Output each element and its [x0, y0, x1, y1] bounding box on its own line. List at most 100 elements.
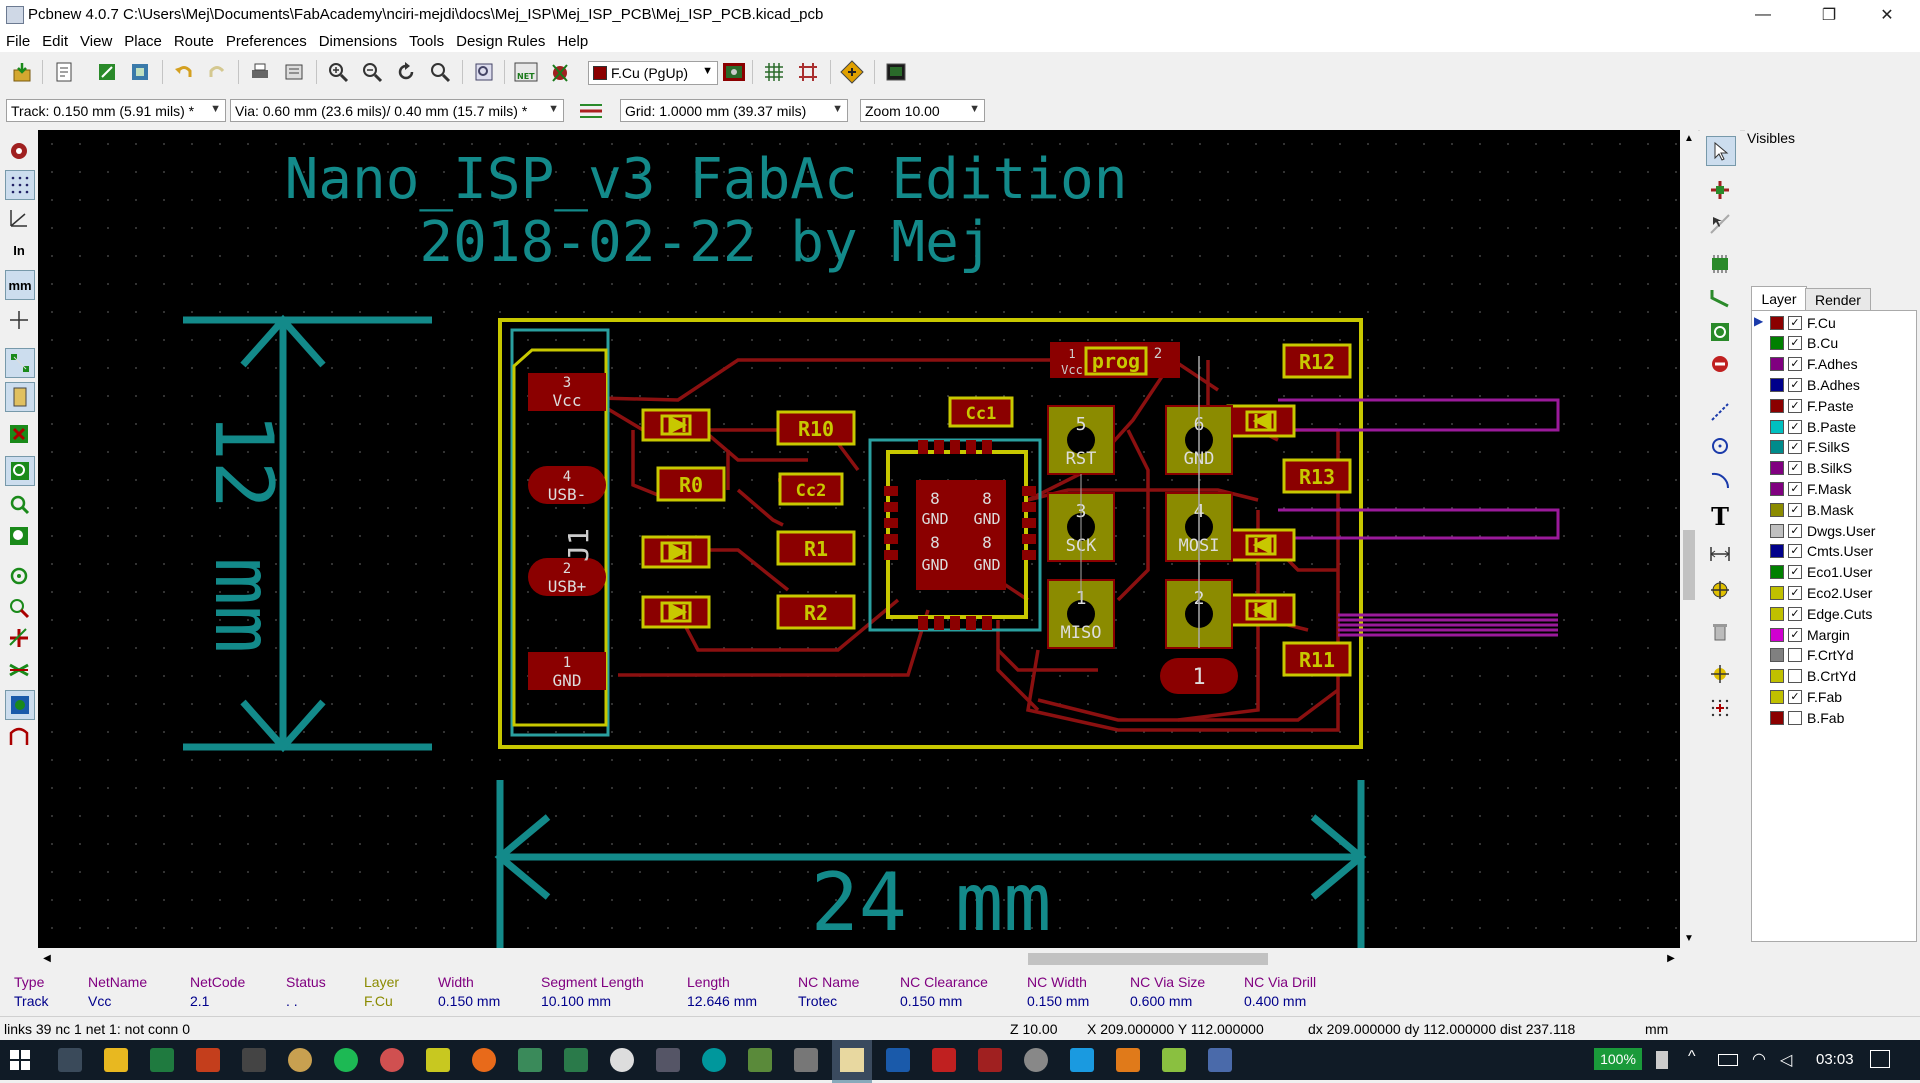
layer-color-swatch[interactable] — [1770, 377, 1784, 392]
layer-color-swatch[interactable] — [1770, 669, 1784, 684]
task-view-icon[interactable] — [58, 1048, 82, 1072]
layer-row[interactable]: ✓F.Paste — [1770, 396, 1854, 415]
layer-color-swatch[interactable] — [1770, 565, 1784, 580]
find-icon[interactable] — [472, 60, 496, 84]
local-ratsnest-icon[interactable] — [1706, 210, 1734, 238]
app-icon[interactable] — [886, 1048, 910, 1072]
layer-visibility-checkbox[interactable]: ✓ — [1788, 481, 1802, 496]
layer-visibility-checkbox[interactable]: ✓ — [1788, 689, 1802, 704]
layer-row[interactable]: ✓B.Adhes — [1770, 375, 1860, 394]
app-icon[interactable] — [794, 1048, 818, 1072]
layer-visibility-checkbox[interactable] — [1788, 648, 1802, 663]
app-icon[interactable] — [656, 1048, 680, 1072]
add-circle-icon[interactable] — [1706, 432, 1734, 460]
track-sketch-icon[interactable] — [5, 624, 33, 652]
layer-visibility-checkbox[interactable]: ✓ — [1788, 523, 1802, 538]
spotify-icon[interactable] — [334, 1048, 358, 1072]
microwave-icon[interactable] — [5, 724, 33, 752]
zoom-select[interactable]: Zoom 10.00▼ — [860, 99, 985, 122]
layer-row[interactable]: ✓Eco2.User — [1770, 583, 1872, 602]
scroll-up-icon[interactable]: ▲ — [1684, 133, 1694, 144]
app-icon[interactable] — [1162, 1048, 1186, 1072]
layer-row[interactable]: ✓Cmts.User — [1770, 542, 1873, 561]
layer-color-swatch[interactable] — [1770, 502, 1784, 517]
layer-visibility-checkbox[interactable]: ✓ — [1788, 398, 1802, 413]
volume-icon[interactable]: ◁ — [1780, 1052, 1793, 1069]
layer-row[interactable]: ✓F.Fab — [1770, 687, 1842, 706]
menu-tools[interactable]: Tools — [409, 32, 445, 50]
cursor-shape-icon[interactable] — [5, 306, 33, 334]
minimize-button[interactable]: — — [1755, 6, 1771, 23]
track-width-select[interactable]: Track: 0.150 mm (5.91 mils) *▼ — [6, 99, 226, 122]
grid-origin-icon[interactable] — [1706, 694, 1734, 722]
app-icon[interactable] — [610, 1048, 634, 1072]
layer-color-swatch[interactable] — [1770, 585, 1784, 600]
module-editor-icon[interactable] — [128, 60, 152, 84]
drc-off-icon[interactable] — [5, 136, 33, 164]
menu-design-rules[interactable]: Design Rules — [456, 32, 546, 50]
horizontal-scrollbar[interactable]: ◀ ▶ — [38, 948, 1680, 970]
array-icon[interactable] — [762, 60, 786, 84]
layer-color-swatch[interactable] — [1770, 461, 1784, 476]
add-dimension-icon[interactable] — [1706, 540, 1734, 568]
auto-delete-track-icon[interactable] — [5, 420, 33, 448]
grid-toggle-icon[interactable] — [5, 170, 35, 200]
layers-manager-icon[interactable] — [5, 690, 35, 720]
zoom-in-icon[interactable] — [326, 60, 350, 84]
layer-visibility-checkbox[interactable]: ✓ — [1788, 544, 1802, 559]
menu-help[interactable]: Help — [557, 32, 589, 50]
excel-icon[interactable] — [150, 1048, 174, 1072]
scripting-console-icon[interactable] — [884, 60, 908, 84]
delete-tool-icon[interactable] — [1706, 618, 1734, 646]
add-target-icon[interactable] — [1706, 576, 1734, 604]
app-icon[interactable] — [426, 1048, 450, 1072]
via-size-select[interactable]: Via: 0.60 mm (23.6 mils)/ 0.40 mm (15.7 … — [230, 99, 564, 122]
layer-visibility-checkbox[interactable]: ✓ — [1788, 461, 1802, 476]
layer-row[interactable]: ✓B.Mask — [1770, 500, 1854, 519]
layer-visibility-checkbox[interactable]: ✓ — [1788, 315, 1802, 330]
menu-preferences[interactable]: Preferences — [225, 32, 307, 50]
layer-visibility-checkbox[interactable]: ✓ — [1788, 377, 1802, 392]
layer-color-swatch[interactable] — [1770, 419, 1784, 434]
via-sketch-icon[interactable] — [5, 594, 33, 622]
layer-row[interactable]: ✓B.SilkS — [1770, 459, 1852, 478]
menu-place[interactable]: Place — [124, 32, 162, 50]
pcb-canvas[interactable]: Nano_ISP_v3 FabAc Edition 2018-02-22 by … — [38, 130, 1680, 948]
firefox-icon[interactable] — [472, 1048, 496, 1072]
show-zones-icon[interactable] — [5, 456, 35, 486]
grid-select[interactable]: Grid: 1.0000 mm (39.37 mils)▼ — [620, 99, 848, 122]
polar-coords-icon[interactable] — [5, 204, 33, 232]
layer-color-swatch[interactable] — [1770, 523, 1784, 538]
layer-row[interactable]: ✓F.Adhes — [1770, 355, 1858, 374]
app-icon[interactable] — [1070, 1048, 1094, 1072]
layer-color-swatch[interactable] — [1770, 544, 1784, 559]
layer-visibility-checkbox[interactable]: ✓ — [1788, 606, 1802, 621]
layer-color-swatch[interactable] — [1770, 336, 1784, 351]
add-arc-icon[interactable] — [1706, 466, 1734, 494]
pcbnew-taskbar-button[interactable] — [832, 1040, 872, 1083]
windows-start-icon[interactable] — [10, 1050, 30, 1070]
layer-visibility-checkbox[interactable]: ✓ — [1788, 565, 1802, 580]
clock[interactable]: 03:03 — [1816, 1051, 1854, 1068]
tab-layer[interactable]: Layer — [1751, 286, 1807, 311]
pad-sketch-icon[interactable] — [5, 562, 33, 590]
menu-edit[interactable]: Edit — [42, 32, 69, 50]
drc-icon[interactable] — [548, 60, 572, 84]
layer-row[interactable]: ✓Eco1.User — [1770, 563, 1872, 582]
zoom-fit-icon[interactable] — [428, 60, 452, 84]
layer-color-swatch[interactable] — [1770, 398, 1784, 413]
layer-row[interactable]: ✓Edge.Cuts — [1770, 604, 1872, 623]
add-via-icon[interactable] — [1706, 318, 1734, 346]
layer-visibility-checkbox[interactable]: ✓ — [1788, 419, 1802, 434]
menu-view[interactable]: View — [80, 32, 113, 50]
scroll-left-icon[interactable]: ◀ — [43, 953, 51, 964]
app-icon[interactable] — [380, 1048, 404, 1072]
ratsnest-icon[interactable] — [5, 348, 35, 378]
page-settings-icon[interactable] — [52, 60, 76, 84]
app-icon[interactable] — [978, 1048, 1002, 1072]
chevron-up-icon[interactable]: ^ — [1688, 1048, 1696, 1065]
scroll-right-icon[interactable]: ▶ — [1667, 953, 1675, 964]
layer-visibility-checkbox[interactable]: ✓ — [1788, 357, 1802, 372]
layer-color-swatch[interactable] — [1770, 710, 1784, 725]
layer-row[interactable]: B.Fab — [1770, 708, 1844, 727]
